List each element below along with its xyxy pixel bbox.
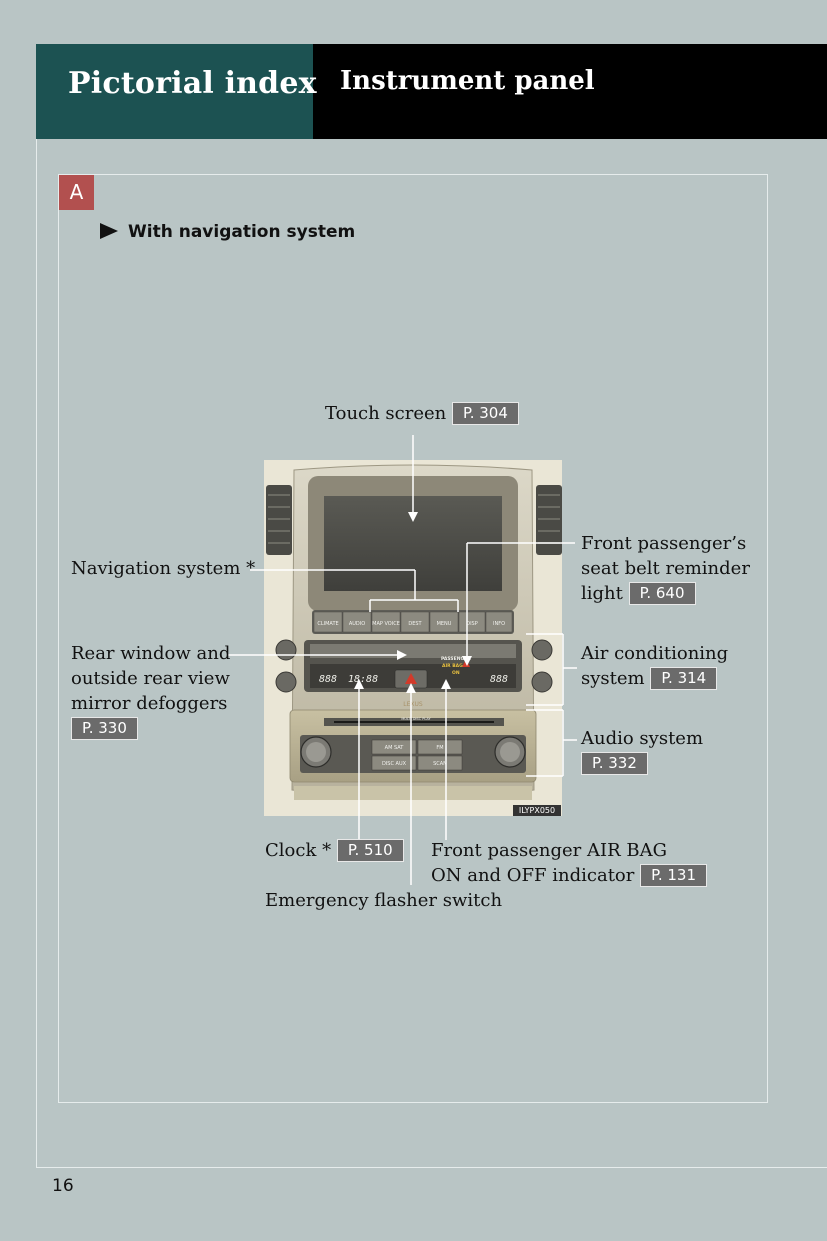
triangle-bullet-icon bbox=[100, 223, 118, 239]
callout-airbag-line2: ON and OFF indicator bbox=[431, 865, 635, 886]
callout-front-passenger-seatbelt: Front passenger’s seat belt reminder lig… bbox=[581, 531, 750, 606]
button-dest: DEST bbox=[408, 621, 422, 627]
page-ref-defoggers[interactable]: P. 330 bbox=[71, 717, 138, 740]
callout-air-conditioning: Air conditioning system P. 314 bbox=[581, 641, 728, 691]
subheading: With navigation system bbox=[100, 222, 355, 242]
page-title: Instrument panel bbox=[340, 66, 595, 96]
callout-defogger-line1: Rear window and bbox=[71, 643, 231, 664]
callout-seatbelt-line1: Front passenger’s bbox=[581, 533, 747, 554]
audio-button-am-sat: AM SAT bbox=[385, 745, 405, 751]
callout-ac-line2: system bbox=[581, 668, 645, 689]
page-ref-clock[interactable]: P. 510 bbox=[336, 839, 404, 862]
button-menu: MENU bbox=[437, 621, 452, 627]
callout-clock-label: Clock * bbox=[265, 840, 332, 861]
clock-display: 18:88 bbox=[348, 674, 378, 685]
photo-code: ILYPX050 bbox=[513, 805, 561, 816]
disc-slot-label: MULTI DISC PLAY bbox=[401, 717, 431, 721]
airbag-state: ON bbox=[452, 670, 460, 676]
callout-rear-window-defoggers: Rear window and outside rear view mirror… bbox=[71, 641, 230, 741]
brand-logo: LEXUS bbox=[403, 701, 423, 708]
page-number: 16 bbox=[52, 1176, 74, 1196]
subheading-text: With navigation system bbox=[128, 222, 356, 242]
instrument-panel-illustration: CLIMATE AUDIO MAP VOICE DEST MENU DISP I… bbox=[264, 460, 562, 816]
callout-navigation-system: Navigation system * bbox=[71, 558, 256, 579]
audio-button-disc-aux: DISC AUX bbox=[382, 761, 407, 767]
callout-defogger-line3: mirror defoggers bbox=[71, 693, 228, 714]
airbag-label-passenger: PASSENGER bbox=[441, 656, 471, 662]
page-ref-air-conditioning[interactable]: P. 314 bbox=[650, 667, 718, 690]
callout-airbag-indicator: Front passenger AIR BAG ON and OFF indic… bbox=[431, 838, 707, 888]
instrument-panel-photo: CLIMATE AUDIO MAP VOICE DEST MENU DISP I… bbox=[264, 460, 562, 816]
page-ref-seatbelt[interactable]: P. 640 bbox=[628, 582, 696, 605]
callout-audio-label: Audio system bbox=[581, 728, 704, 749]
callout-seatbelt-line2: seat belt reminder bbox=[581, 558, 750, 579]
page-ref-touch-screen[interactable]: P. 304 bbox=[452, 402, 519, 425]
climate-display-left: 888 bbox=[319, 674, 337, 685]
section-badge: A bbox=[59, 175, 94, 210]
content-box bbox=[58, 174, 768, 1103]
airbag-label-airbag: AIR BAG bbox=[442, 663, 463, 669]
callout-seatbelt-line3: light bbox=[581, 583, 623, 604]
callout-emergency-flasher: Emergency flasher switch bbox=[265, 890, 503, 911]
page-header-bar bbox=[313, 44, 827, 139]
section-header-bar bbox=[36, 44, 313, 139]
button-audio: AUDIO bbox=[349, 621, 365, 627]
page-ref-audio-system[interactable]: P. 332 bbox=[581, 752, 648, 775]
button-disp: DISP bbox=[466, 621, 478, 627]
callout-audio-system: Audio system P. 332 bbox=[581, 726, 703, 776]
page-ref-airbag[interactable]: P. 131 bbox=[640, 864, 707, 887]
callout-ac-line1: Air conditioning bbox=[581, 643, 729, 664]
button-climate: CLIMATE bbox=[317, 621, 338, 627]
callout-clock: Clock * P. 510 bbox=[265, 838, 404, 863]
button-info: INFO bbox=[493, 621, 505, 627]
callout-defogger-line2: outside rear view bbox=[71, 668, 230, 689]
hazard-triangle-icon bbox=[405, 673, 417, 684]
button-map-voice: MAP VOICE bbox=[372, 621, 400, 627]
callout-airbag-line1: Front passenger AIR BAG bbox=[431, 840, 667, 861]
callout-touch-screen-label: Touch screen bbox=[325, 403, 447, 424]
audio-button-scan: SCAN bbox=[433, 761, 447, 767]
climate-display-right: 888 bbox=[490, 674, 508, 685]
section-title: Pictorial index bbox=[68, 66, 317, 101]
callout-touch-screen: Touch screen P. 304 bbox=[325, 401, 519, 426]
audio-button-fm: FM bbox=[436, 745, 443, 751]
